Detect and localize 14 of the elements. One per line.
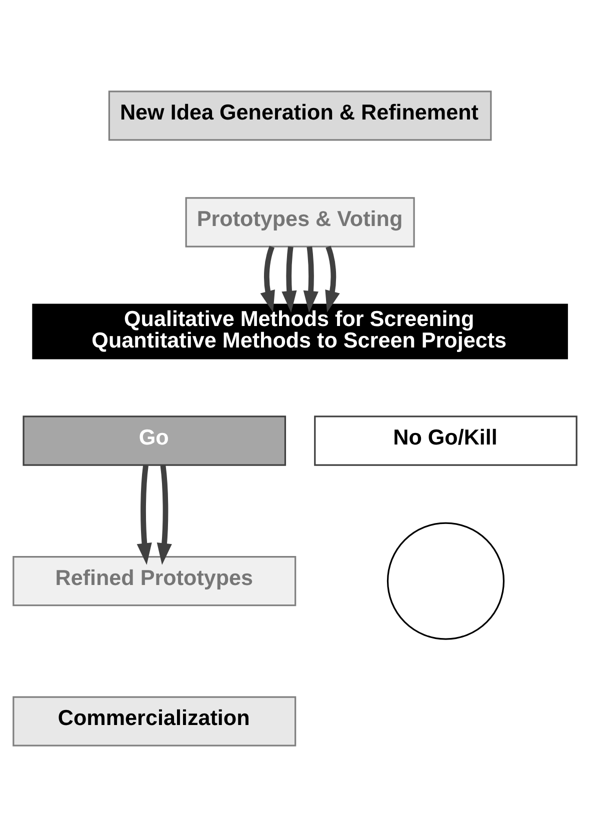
node-box: Prototypes & Voting <box>185 196 415 247</box>
node-box: Go <box>22 415 286 466</box>
arrow <box>136 464 152 564</box>
node-box: Refined Prototypes <box>12 555 296 606</box>
arrow <box>260 245 275 312</box>
arrow <box>156 464 172 564</box>
arrow <box>282 246 297 312</box>
node-circle <box>386 522 505 640</box>
arrow <box>303 246 318 312</box>
node-box: Commercialization <box>12 696 296 746</box>
node-box: New Idea Generation & Refinement <box>108 90 492 140</box>
node-box: No Go/Kill <box>314 415 578 466</box>
arrow <box>325 245 340 312</box>
node-box: Qualitative Methods for Screening Quantitative Methods to Screen Projects <box>32 303 568 359</box>
